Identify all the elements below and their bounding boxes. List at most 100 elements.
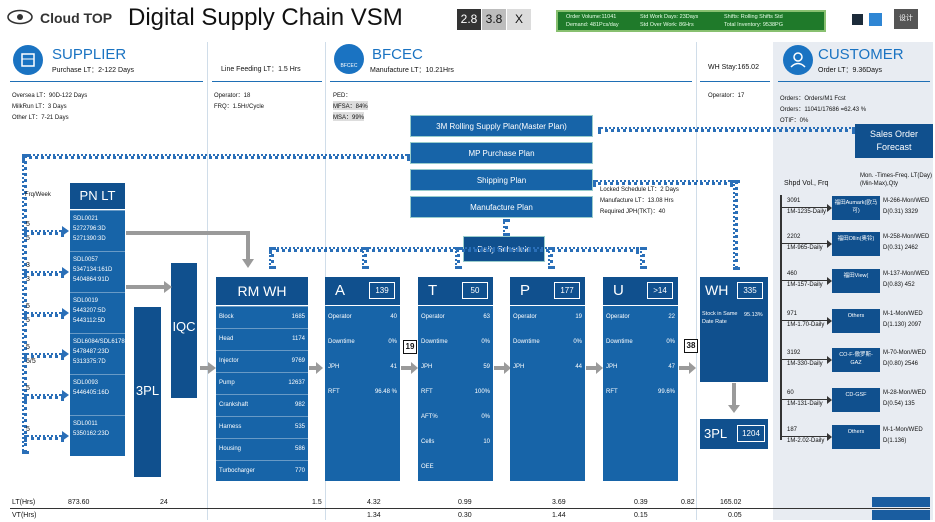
3pl-right-box[interactable]: 3PL 1204 (700, 419, 768, 449)
frq-value: 5 (26, 385, 30, 392)
vt-value: 0.30 (458, 512, 472, 519)
customer-name: 福田Aumark(欧马可) (834, 200, 878, 214)
station-row-label: RFT (606, 389, 618, 395)
lt-value: 165.02 (720, 499, 742, 506)
station-row-label: Downtime (328, 339, 355, 345)
station-row-value: 41 (390, 364, 397, 370)
customer-order-lt: Order LT：9.36Days (818, 67, 883, 74)
station-row-value: 0% (573, 339, 582, 345)
3pl-left[interactable]: 3PL (134, 307, 161, 477)
rm-item-name: Injector (219, 358, 239, 364)
rm-item-qty: 770 (294, 468, 305, 474)
frq-week-label: Frq/Week (25, 192, 51, 198)
customer-vol: 3192 (787, 350, 801, 356)
pn-v1: 5446405:16D (73, 390, 110, 396)
customer-frq: 1M-1235-Daily (787, 209, 827, 215)
wh-count: 335 (737, 282, 763, 299)
wh-box[interactable]: WH 335 Stock in Same Date Rate 95.13% (700, 277, 768, 382)
customer-box[interactable]: Others (832, 309, 880, 333)
station-row-value: 19 (575, 314, 582, 320)
station-row-value: 0% (481, 414, 490, 420)
pn-name: SDL0019 (73, 298, 99, 304)
station-row-value: 96.48 % (374, 389, 397, 395)
bfcec-logo-icon: BFCEC (334, 44, 364, 74)
customer-box[interactable]: CO-F-傲罗斯-GAZ (832, 348, 880, 372)
rm-item-qty: 535 (294, 424, 305, 430)
customer-name: CD-GSF (845, 392, 867, 398)
station-row: OEE (418, 456, 493, 481)
customer-box[interactable]: CD-GSF (832, 388, 880, 412)
manufacture-plan-button[interactable]: Manufacture Plan (410, 196, 593, 218)
station-count: >14 (647, 282, 673, 299)
pn-v2: 5313375:7D (73, 359, 106, 365)
customer-box[interactable]: 福田Aumark(欧马可) (832, 196, 880, 220)
station-row-label: JPH (421, 364, 433, 370)
supplier-title: SUPPLIER (52, 46, 127, 63)
customer-box[interactable]: 福田View( (832, 269, 880, 293)
rolling-plan-button[interactable]: 3M Rolling Supply Plan(Master Plan) (410, 115, 593, 137)
std-over-work: Std Over Work: 86Hrs (640, 22, 694, 28)
buffer-uw: 38 (684, 339, 698, 353)
customer-frq: 1M-330-Daily (787, 361, 823, 367)
blue-square-icon[interactable] (869, 13, 882, 26)
close-button[interactable]: X (507, 9, 531, 30)
station-row-value: 99.6% (657, 389, 675, 395)
customer-name: CO-F-傲罗斯-GAZ (839, 352, 873, 366)
customer-vol: 2202 (787, 234, 801, 240)
dark-square-icon[interactable] (852, 14, 863, 25)
customer-box[interactable]: 福田Ollin(奥铃) (832, 232, 880, 256)
version-button-b[interactable]: 3.8 (482, 9, 506, 30)
std-work-days: Std Work Days: 23Days (640, 14, 699, 20)
customer-stat: M-1-Mon/WED (883, 311, 923, 317)
wh-stay-title: WH Stay:165.02 (708, 64, 759, 71)
version-button-a[interactable]: 2.8 (457, 9, 481, 30)
frq-value: 5 (26, 303, 30, 310)
rm-item-qty: 1174 (292, 336, 305, 342)
locked-manufacture: Manufacture LT：13.08 Hrs (600, 198, 674, 204)
lt-value: 3.69 (552, 499, 566, 506)
sales-forecast-button[interactable]: Sales Order Forecast (855, 124, 933, 158)
customer-frq: 1M-131-Daily (787, 401, 823, 407)
lt-value: 873.60 (68, 499, 90, 506)
iqc-box[interactable]: IQC (171, 263, 197, 398)
customer-qty: D(0.31) 3329 (883, 209, 919, 215)
station-row-value: 22 (668, 314, 675, 320)
customer-frq: 1M-965-Daily (787, 245, 823, 251)
orders-fcst: Orders：Orders/M1 Fcst (780, 96, 846, 102)
station-row-label: OEE (421, 464, 434, 470)
bfcec-mfsa: MFSA：84% (333, 101, 368, 110)
station-u-header[interactable]: U>14 (603, 277, 678, 305)
station-id: P (520, 282, 531, 299)
customer-icon (783, 45, 813, 75)
iqc-label: IQC (172, 319, 196, 334)
shipping-plan-button[interactable]: Shipping Plan (410, 169, 593, 191)
station-count: 139 (369, 282, 395, 299)
mp-purchase-plan-button[interactable]: MP Purchase Plan (410, 142, 593, 164)
shipped-vol-header: Shpd Vol., Frq (784, 180, 829, 187)
customer-box[interactable]: Others (832, 425, 880, 449)
menu-button[interactable]: 设计 (894, 9, 918, 29)
lt-value: 0.82 (681, 499, 695, 506)
lt-value: 0.99 (458, 499, 472, 506)
frq-value: 5 (26, 221, 30, 228)
milkrun-lt: MilkRun LT：3 Days (12, 104, 67, 110)
bfcec-msa: MSA：99% (333, 112, 365, 121)
